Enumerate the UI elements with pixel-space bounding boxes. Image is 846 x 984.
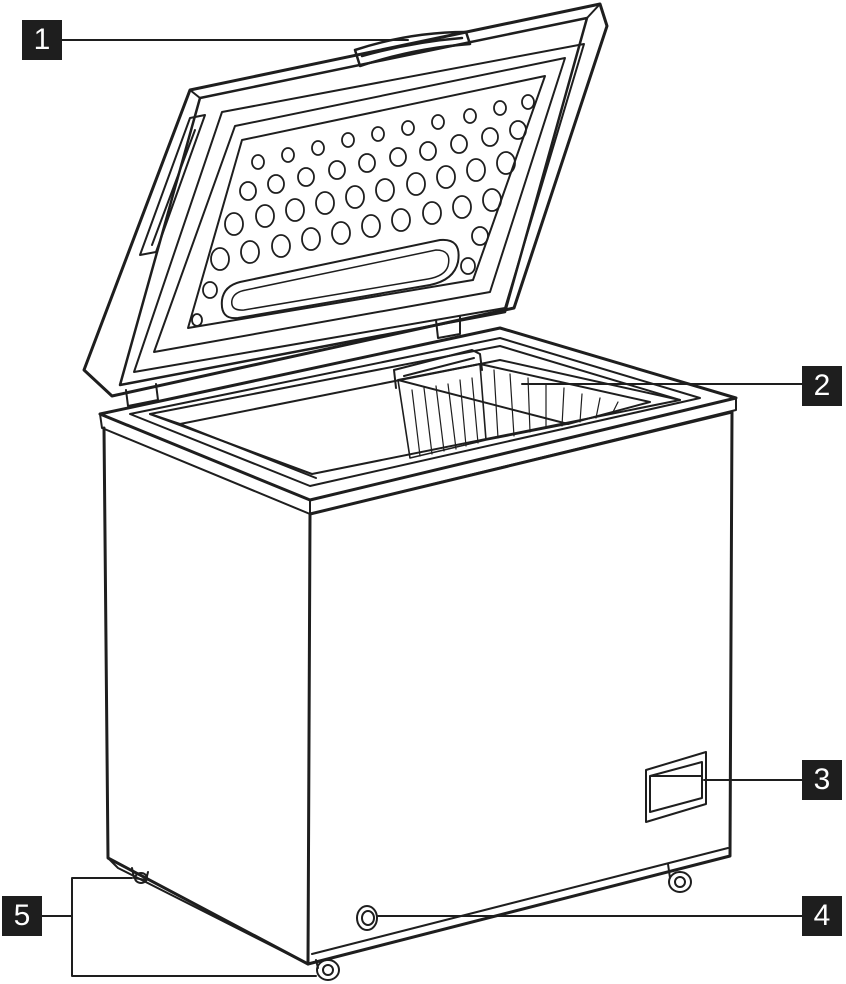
cabinet-front-panel [306,410,734,966]
cabinet-left-panel [102,426,312,966]
freezer-cabinet [98,326,738,966]
basket-wires [411,369,619,457]
callout-badge-3: 3 [802,760,842,800]
freezer-lid [82,2,609,398]
lid-inner-liner [118,16,589,387]
lid-recess-inner [231,249,450,311]
leader-5 [41,877,317,977]
lid-recess [220,238,460,320]
lid-handle [353,30,472,68]
side-handle-inner [649,761,703,813]
basket-front [397,363,569,459]
castor-front-left [315,959,340,981]
lid-panel [187,75,546,329]
basket-top-rim [397,363,651,425]
side-handle [645,751,707,823]
lid-dimples [191,94,535,327]
basket-handle [393,349,483,389]
drain-plug [356,905,378,931]
callout-badge-2: 2 [802,366,842,406]
cabinet-base-left [107,857,301,961]
lid-front-edge [83,3,601,397]
callout-badge-1: 1 [22,20,62,60]
callout-badge-4: 4 [802,896,842,936]
side-handle-outer [645,751,707,823]
castor-front-right [667,863,692,893]
lid-gasket-outer [133,43,585,373]
cabinet-base-front [311,847,729,955]
hinge-right [435,315,461,339]
hinge-left [125,383,159,407]
cabinet-inner-wall [149,359,681,479]
cabinet-opening-outer [129,337,701,487]
castor-wheels [131,863,692,981]
lid-gasket-inner [153,57,566,353]
callout-badge-5: 5 [2,896,42,936]
storage-basket [393,349,651,459]
castor-rear-left [131,867,149,884]
cabinet-top-rim [98,326,738,502]
leader-lines [41,39,803,977]
lid-side-strip [139,114,206,256]
